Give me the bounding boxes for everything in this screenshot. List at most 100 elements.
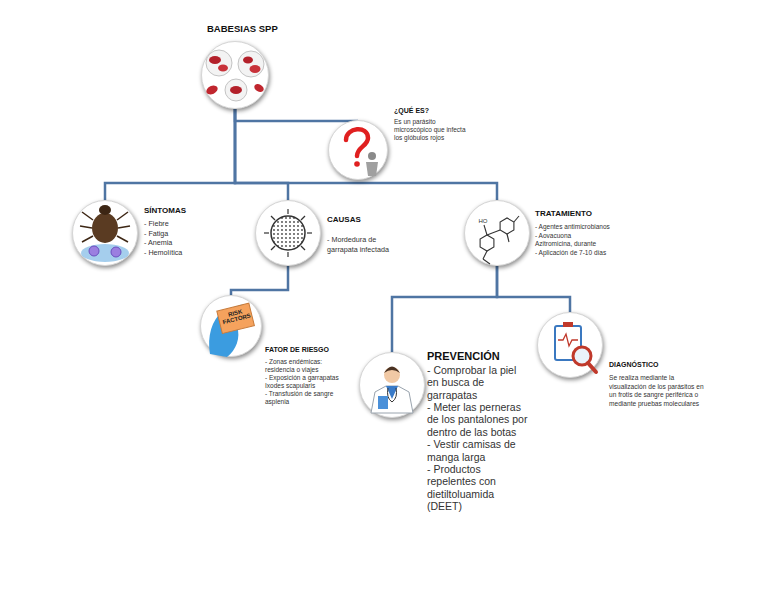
bond (487, 230, 500, 235)
bond (514, 216, 519, 222)
text-block: SÍNTOMAS- Fiebre- Fatiga- Anemia- Hemolí… (144, 206, 214, 258)
node-text: Azitromicina, durante (535, 240, 635, 248)
topic-circle: CAUSAS- Mordedura de garrapata infectada (255, 200, 321, 266)
tick-leg (82, 236, 93, 242)
branch-connector (105, 109, 235, 200)
topic-circle: FATOR DE RIESGO- Zonas endémicas: reside… (200, 295, 262, 357)
node-text: - Transfusión de sangre asplenia (265, 390, 349, 406)
topic-circle: PREVENCIÓN- Comprobar la piel en busca d… (359, 352, 425, 418)
magnifier-lens (573, 347, 591, 365)
clipboard-clip (563, 322, 573, 327)
question-mark-symbol (346, 129, 368, 156)
tick-head (99, 205, 111, 215)
spike (287, 209, 288, 214)
doctor-hair (384, 367, 400, 374)
node-heading: BABESIAS SPP (207, 23, 307, 34)
tick-legs (80, 212, 130, 242)
spike (271, 246, 275, 250)
spike (287, 252, 288, 257)
clipboard (555, 326, 581, 360)
bond (507, 234, 509, 242)
risk-hand-icon (209, 303, 254, 357)
bond (483, 259, 490, 264)
node-text: - Fatiga (144, 229, 214, 239)
branch-connector (497, 266, 570, 312)
red-cell (250, 65, 261, 73)
text-block: ¿QUÉ ES? Es un parásito microscópico que … (394, 107, 474, 142)
node-text: - Exposición a garrapatas Ixodes scapula… (265, 374, 349, 390)
parasite-icon (264, 209, 312, 257)
branch-connector (235, 109, 497, 200)
node-text: - Vestir camisas de manga larga (427, 438, 529, 463)
doctor-coat (371, 386, 413, 413)
tick-icon (80, 205, 130, 262)
node-text: - Anemia (144, 238, 214, 248)
node-heading: CAUSAS (327, 215, 399, 225)
petri-dish (206, 50, 232, 76)
icon-background (81, 244, 129, 262)
text-block: TRATAMIENTO- Agentes antimicrobianos- Ao… (535, 209, 635, 257)
doctor-icon (371, 367, 413, 414)
node-text: Es un parásito microscópico que infecta … (394, 118, 474, 142)
spike (307, 232, 312, 233)
spike (301, 216, 305, 220)
node-text: - Comprobar la piel en busca de garrapat… (427, 364, 529, 401)
red-cell (218, 65, 228, 72)
node-text: - Aovacuona (535, 232, 635, 240)
node-heading: ¿QUÉ ES? (394, 107, 474, 116)
branch-connector (235, 109, 358, 121)
branch-connector (235, 109, 288, 200)
node-text: Se realiza mediante la visualización de … (609, 374, 704, 408)
blood-cell (89, 246, 99, 256)
topic-circle: TRATAMIENTO- Agentes antimicrobianos- Ao… (464, 200, 530, 266)
node-heading: DIAGNÓSTICO (609, 360, 704, 369)
node-heading: TRATAMIENTO (535, 209, 635, 219)
doctor-shirt (386, 386, 398, 399)
blood-cell (111, 247, 121, 257)
tick-leg (82, 212, 93, 220)
tick-body (92, 213, 118, 243)
text-block: FATOR DE RIESGO - Zonas endémicas: reside… (265, 346, 349, 407)
red-cell (230, 86, 242, 94)
topic-circle: BABESIAS SPP (201, 41, 269, 109)
petri-dish (225, 79, 247, 101)
thinking-figure-head (368, 152, 376, 160)
node-text: - Aplicación de 7-10 días (535, 249, 635, 257)
node-text: - Mordedura de garrapata infectada (327, 235, 399, 254)
topic-circle: DIAGNÓSTICOSe realiza mediante la visual… (537, 312, 603, 378)
risk-card (217, 303, 255, 333)
stethoscope (388, 388, 397, 402)
spike (264, 232, 269, 233)
text-block: CAUSAS - Mordedura de garrapata infectada (327, 215, 399, 254)
node-heading: FATOR DE RIESGO (265, 346, 349, 355)
topic-circle: ¿QUÉ ES?Es un parásito microscópico que … (328, 120, 388, 180)
petri-dish (238, 51, 264, 77)
bond (483, 251, 487, 259)
topic-circle: SÍNTOMAS- Fiebre- Fatiga- Anemia- Hemolí… (72, 200, 138, 266)
thinking-figure-body (366, 162, 378, 176)
node-text: - Zonas endémicas: residencia o viajes (265, 358, 349, 374)
text-block: DIAGNÓSTICO Se realiza mediante la visual… (609, 360, 704, 408)
branch-connector (392, 266, 497, 352)
node-text: - Productos repelentes con dietiltoluami… (427, 463, 529, 513)
node-text: - Hemolítica (144, 248, 214, 258)
branch-connector (231, 266, 288, 295)
tick-leg (118, 226, 130, 228)
blood-dish-icon (205, 50, 265, 101)
ring (500, 218, 514, 234)
question-dot (354, 161, 360, 167)
spike (301, 246, 305, 250)
ring (480, 235, 494, 251)
pulse-line (558, 334, 578, 346)
tick-leg (117, 212, 128, 220)
tick-leg (80, 226, 92, 228)
tick-leg (117, 236, 128, 242)
question-icon (346, 129, 378, 176)
node-heading: SÍNTOMAS (144, 206, 214, 217)
red-cell (205, 84, 219, 96)
node-text: - Meter las perneras de los pantalones p… (427, 401, 529, 438)
